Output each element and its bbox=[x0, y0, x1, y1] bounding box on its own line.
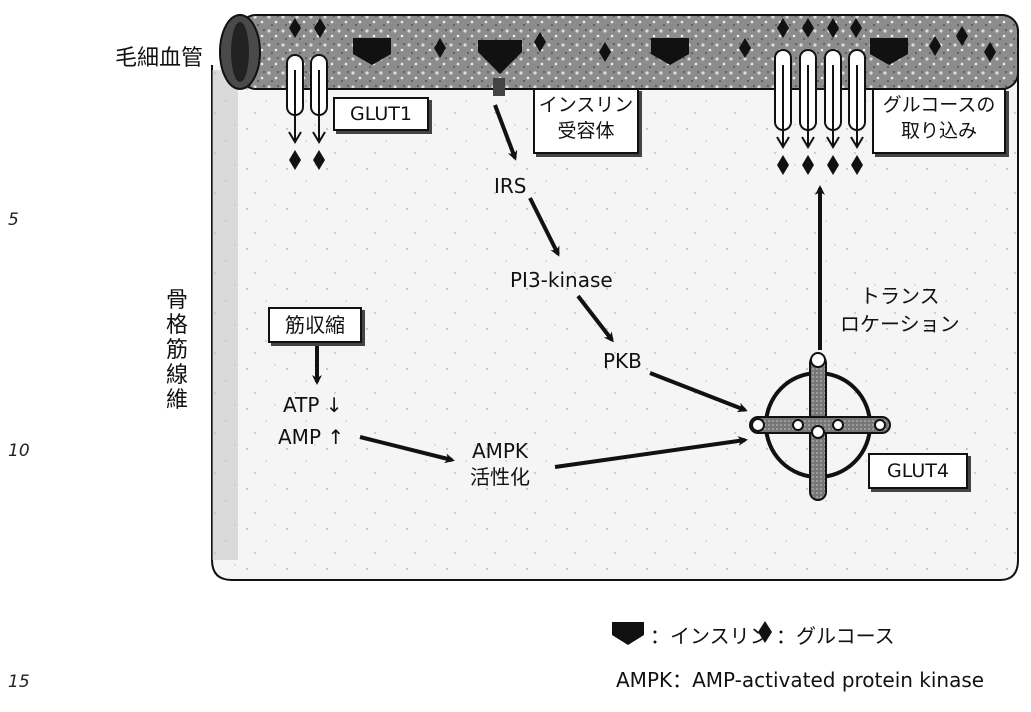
translocation-line2: ロケーション bbox=[840, 310, 960, 338]
ampk-line1: AMPK bbox=[470, 438, 530, 464]
legend-ampk-definition: AMPK：AMP-activated protein kinase bbox=[616, 664, 984, 693]
legend-insulin-icon bbox=[612, 622, 644, 645]
glut4-label: GLUT4 bbox=[868, 453, 968, 489]
glut1-label: GLUT1 bbox=[333, 97, 429, 131]
amp-label: AMP ↑ bbox=[278, 425, 344, 449]
pi3k-label: PI3-kinase bbox=[510, 268, 613, 292]
line-number-15: 15 bbox=[8, 672, 30, 692]
muscle-fiber-label: 骨格筋線維 bbox=[164, 288, 190, 413]
legend-glucose-text: ：グルコース bbox=[776, 620, 895, 649]
glucose-uptake-line2: 取り込み bbox=[874, 118, 1004, 144]
contraction-label: 筋収縮 bbox=[268, 307, 362, 343]
insulin-receptor-line1: インスリン bbox=[535, 92, 637, 118]
legend-insulin-text: ：インスリン bbox=[650, 620, 770, 649]
irs-label: IRS bbox=[494, 174, 527, 198]
pkb-label: PKB bbox=[603, 349, 642, 373]
ampk-line2: 活性化 bbox=[470, 464, 530, 490]
atp-label: ATP ↓ bbox=[283, 393, 343, 417]
line-number-10: 10 bbox=[8, 441, 30, 461]
capillary-label: 毛細血管 bbox=[115, 40, 203, 72]
cell-left-shading bbox=[212, 70, 238, 560]
glucose-uptake-line1: グルコースの bbox=[874, 92, 1004, 118]
translocation-line1: トランス bbox=[840, 282, 960, 310]
insulin-receptor-line2: 受容体 bbox=[535, 118, 637, 144]
insulin-receptor-label: インスリン 受容体 bbox=[533, 88, 639, 154]
ampk-label: AMPK 活性化 bbox=[470, 438, 530, 490]
line-number-5: 5 bbox=[8, 210, 19, 230]
glucose-uptake-label: グルコースの 取り込み bbox=[872, 88, 1006, 154]
translocation-label: トランス ロケーション bbox=[840, 282, 960, 338]
